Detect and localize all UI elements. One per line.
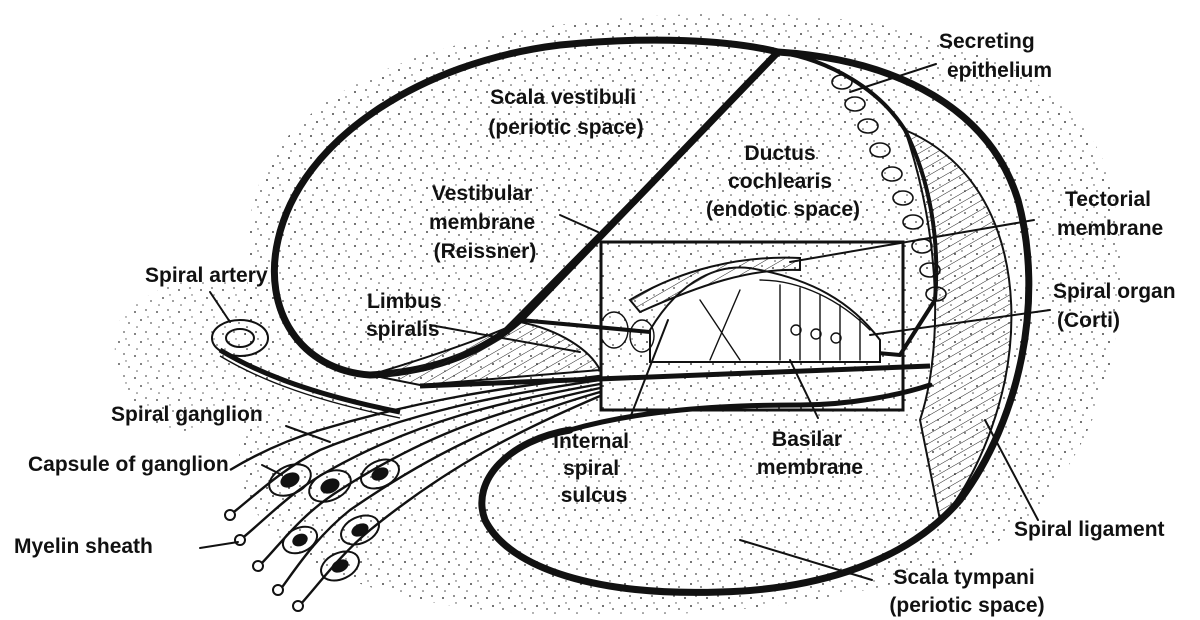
label-vestibular-membrane: Vestibular membrane (Reissner) <box>429 182 541 263</box>
label-spiral-ganglion: Spiral ganglion <box>111 403 263 426</box>
label-capsule-of-ganglion: Capsule of ganglion <box>28 453 229 476</box>
label-myelin-sheath: Myelin sheath <box>14 535 153 558</box>
label-spiral-ligament: Spiral ligament <box>1014 518 1165 541</box>
label-scala-tympani: Scala tympani (periotic space) <box>889 566 1044 617</box>
label-internal-spiral-sulcus: Internal spiral sulcus <box>553 430 635 507</box>
label-spiral-artery: Spiral artery <box>145 264 268 287</box>
